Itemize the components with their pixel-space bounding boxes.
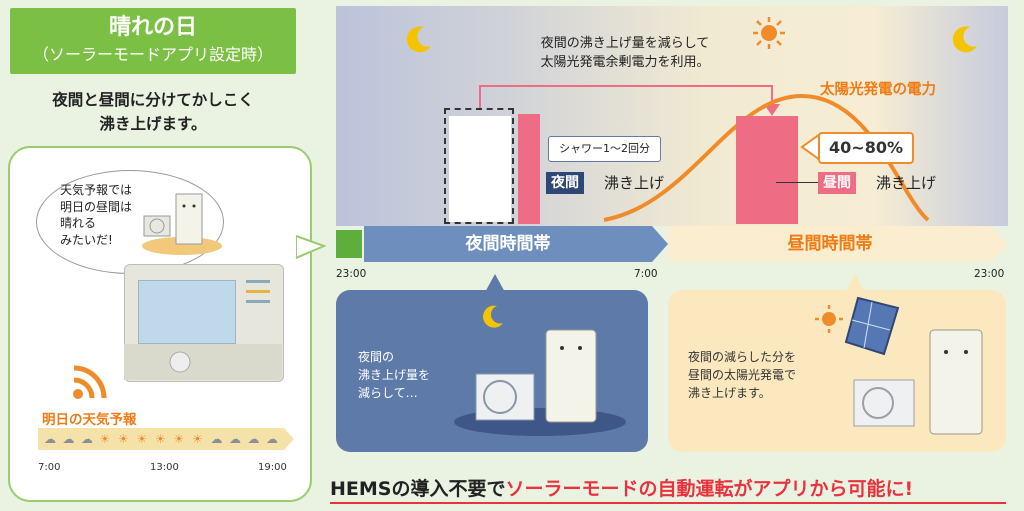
day-tag-leader (776, 182, 820, 183)
day-panel-line-1: 夜間の減らした分を (688, 350, 797, 364)
night-panel-line-1: 夜間の (358, 350, 395, 364)
shift-arrow-icon (479, 85, 780, 116)
footer-headline: HEMSの導入不要でソーラーモードの自動運転がアプリから可能に! (330, 474, 913, 501)
cloud-icon: ☁ (81, 432, 93, 446)
sun-icon: ☀ (118, 432, 129, 446)
wifi-icon (73, 365, 107, 399)
sun-icon: ☀ (173, 432, 185, 446)
day-tag-text: 沸き上げ (876, 174, 937, 192)
sunny-day-badge: 晴れの日 （ソーラーモードアプリ設定時） (10, 8, 296, 74)
sky-background (336, 6, 1008, 226)
badge-subtitle: （ソーラーモードアプリ設定時） (32, 45, 273, 64)
lead-line-1: 夜間と昼間に分けてかしこく (52, 91, 254, 109)
day-period-arrow (992, 226, 1008, 262)
night-panel-line-3: 減らして… (358, 386, 418, 400)
forecast-label: 明日の天気予報 (42, 412, 137, 428)
sun-icon: ☀ (192, 432, 203, 446)
day-panel-line-3: 沸き上げます。 (688, 386, 771, 400)
sun-icon (753, 17, 785, 49)
night-period-label: 夜間時間帯 (465, 234, 551, 254)
night-heating-bar (518, 114, 540, 224)
cloud-icon: ☁ (44, 432, 56, 446)
bubble-line-2: 明日の昼間は (60, 199, 133, 214)
day-panel-line-2: 昼間の太陽光発電で (688, 368, 797, 382)
day-tag: 昼間 (818, 172, 856, 194)
day-heating-bar (736, 116, 798, 224)
cloud-icon: ☁ (62, 432, 75, 446)
controller-dial-icon (169, 351, 191, 373)
footer-pre: HEMSの導入不要で (330, 478, 506, 500)
thought-bubble-text: 天気予報では 明日の昼間は 晴れる みたいだ! (60, 182, 132, 248)
panel-pointer (296, 234, 326, 260)
night-tag-text: 沸き上げ (604, 174, 665, 192)
forecast-arrow (284, 428, 294, 450)
shower-callout: シャワー1～2回分 (548, 136, 661, 162)
forecast-time-mid: 13:00 (150, 462, 179, 473)
forecast-band (38, 428, 284, 450)
night-bar-reduced-part (449, 116, 511, 222)
night-panel-pointer (484, 274, 506, 294)
cloud-icon: ☁ (210, 432, 223, 446)
day-period-label: 昼間時間帯 (787, 234, 873, 254)
night-panel-line-2: 沸き上げ量を (358, 368, 431, 382)
night-period-arrow (652, 226, 668, 262)
note-line-1: 夜間の沸き上げ量を減らして (540, 36, 710, 51)
sun-icon (815, 305, 843, 333)
timeline-start-marker (336, 230, 362, 258)
sun-icon: ☀ (99, 432, 111, 446)
badge-title: 晴れの日 (108, 15, 197, 40)
cloud-icon: ☁ (229, 432, 241, 446)
cloud-icon: ☁ (266, 432, 278, 446)
percent-pointer (800, 132, 820, 162)
bubble-line-3: 晴れる (60, 216, 97, 230)
day-panel-text: 夜間の減らした分を 昼間の太陽光発電で 沸き上げます。 (688, 348, 796, 402)
heat-pump-mascot-icon (853, 329, 983, 435)
percent-box: 40~80% (818, 132, 914, 164)
bubble-line-1: 天気予報では (60, 183, 133, 197)
timeline-time-mid: 7:00 (634, 268, 658, 280)
timeline-time-end: 23:00 (974, 268, 1005, 280)
night-panel-text: 夜間の 沸き上げ量を 減らして… (358, 348, 430, 402)
controller-screen (138, 280, 236, 344)
heat-pump-unit-icon (454, 329, 626, 436)
moon-icon (483, 305, 503, 328)
moon-icon (952, 26, 977, 53)
solar-power-label: 太陽光発電の電力 (820, 82, 936, 98)
night-bar-outline (444, 108, 514, 224)
day-panel-pointer (844, 274, 866, 294)
night-tag: 夜間 (546, 172, 584, 194)
lead-text: 夜間と昼間に分けてかしこく 沸き上げます。 (10, 88, 296, 136)
controller-indicators (246, 280, 270, 303)
shift-note: 夜間の沸き上げ量を減らして 太陽光発電余剰電力を利用。 (500, 34, 750, 72)
day-period-band (668, 226, 992, 262)
footer-highlight: ソーラーモードの自動運転がアプリから可能に! (505, 478, 914, 500)
cloud-icon: ☁ (247, 432, 260, 446)
controller-buttons (124, 344, 282, 380)
moon-icon (406, 26, 431, 53)
night-period-band (364, 226, 652, 262)
sun-icon: ☀ (155, 432, 166, 446)
water-heater-mascot-icon (142, 193, 222, 255)
forecast-time-start: 7:00 (38, 462, 61, 473)
solar-power-curve (603, 93, 930, 222)
footer-underline (330, 502, 1006, 504)
sun-icon: ☀ (136, 432, 148, 446)
note-line-2: 太陽光発電余剰電力を利用。 (540, 55, 710, 70)
solar-panel-icon (844, 296, 900, 356)
bubble-line-4: みたいだ! (60, 232, 113, 247)
forecast-time-end: 19:00 (258, 462, 287, 473)
timeline-time-start: 23:00 (336, 268, 367, 280)
lead-line-2: 沸き上げます。 (99, 115, 207, 133)
